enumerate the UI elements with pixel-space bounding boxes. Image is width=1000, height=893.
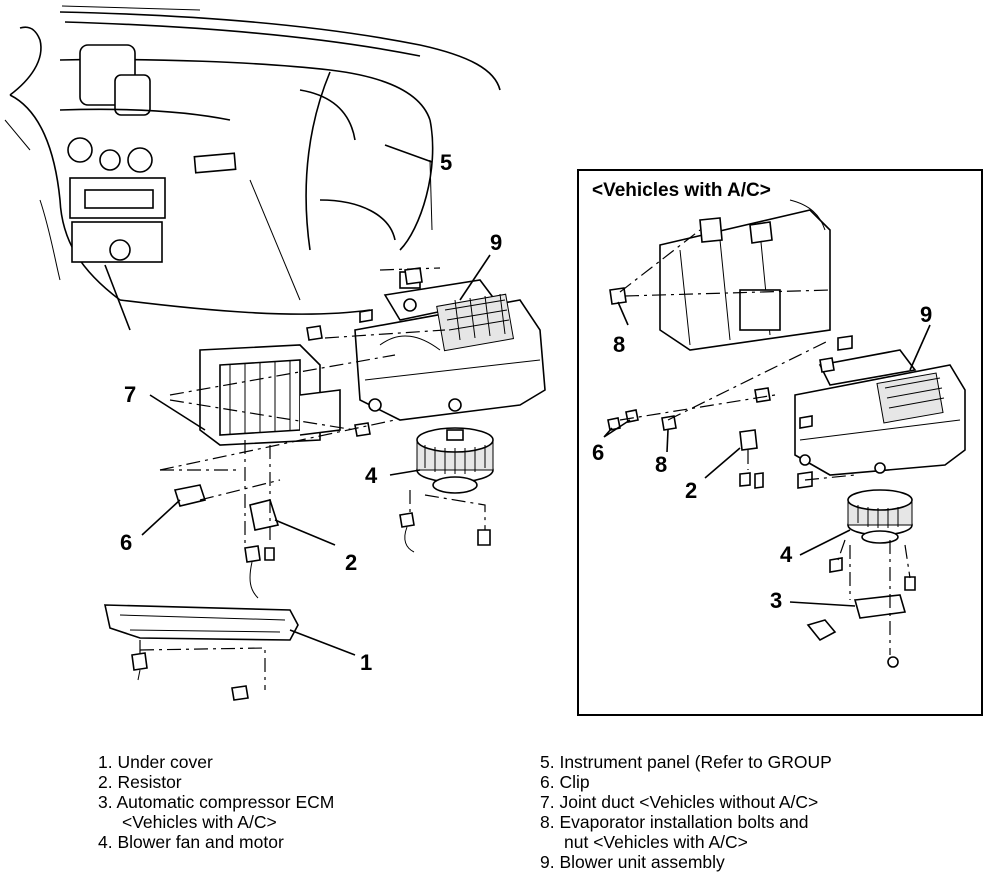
assembly-lines-main — [139, 267, 486, 690]
legend-item-4: 4. Blower fan and motor — [98, 832, 284, 852]
legend-item-8-cont: nut <Vehicles with A/C> — [564, 832, 748, 852]
inset-callout-4: 4 — [780, 542, 793, 567]
legend-item-2: 2. Resistor — [98, 772, 182, 792]
legend-item-3: 3. Automatic compressor ECM — [98, 792, 335, 812]
callouts-main: 5 9 7 4 6 2 1 — [120, 150, 502, 675]
legend-item-9: 9. Blower unit assembly — [540, 852, 725, 872]
callout-5: 5 — [440, 150, 452, 175]
inset-callout-8: 8 — [655, 452, 667, 477]
blower-fan-main — [416, 427, 494, 494]
inset-callout-9: 9 — [920, 302, 932, 327]
inset-frame — [577, 169, 983, 716]
inset-callout-3: 3 — [770, 588, 782, 613]
legend-item-6: 6. Clip — [540, 772, 590, 792]
callout-4: 4 — [365, 463, 378, 488]
under-cover — [104, 604, 299, 701]
blower-unit-assembly-main — [354, 271, 546, 421]
legend-right: 5. Instrument panel (Refer to GROUP 6. C… — [540, 752, 832, 872]
inset-title: <Vehicles with A/C> — [592, 180, 771, 201]
leader-lines-main — [141, 144, 491, 656]
inset-callout-8-top: 8 — [613, 332, 625, 357]
callout-2: 2 — [345, 550, 357, 575]
legend-item-1: 1. Under cover — [98, 752, 213, 772]
joint-duct — [199, 344, 341, 446]
inset-callout-2: 2 — [685, 478, 697, 503]
legend-item-8: 8. Evaporator installation bolts and — [540, 812, 809, 832]
legend-left: 1. Under cover 2. Resistor 3. Automatic … — [98, 752, 334, 852]
callout-7: 7 — [124, 382, 136, 407]
callout-1: 1 — [360, 650, 372, 675]
inset-vehicles-with-ac: <Vehicles with A/C> — [577, 169, 983, 716]
legend-item-7: 7. Joint duct <Vehicles without A/C> — [540, 792, 819, 812]
legend-item-5: 5. Instrument panel (Refer to GROUP — [540, 752, 832, 772]
small-parts-main — [173, 267, 491, 599]
callout-6: 6 — [120, 530, 132, 555]
inset-callout-6: 6 — [592, 440, 604, 465]
callout-9: 9 — [490, 230, 502, 255]
instrument-panel — [4, 5, 501, 331]
legend-item-3-cont: <Vehicles with A/C> — [122, 812, 277, 832]
